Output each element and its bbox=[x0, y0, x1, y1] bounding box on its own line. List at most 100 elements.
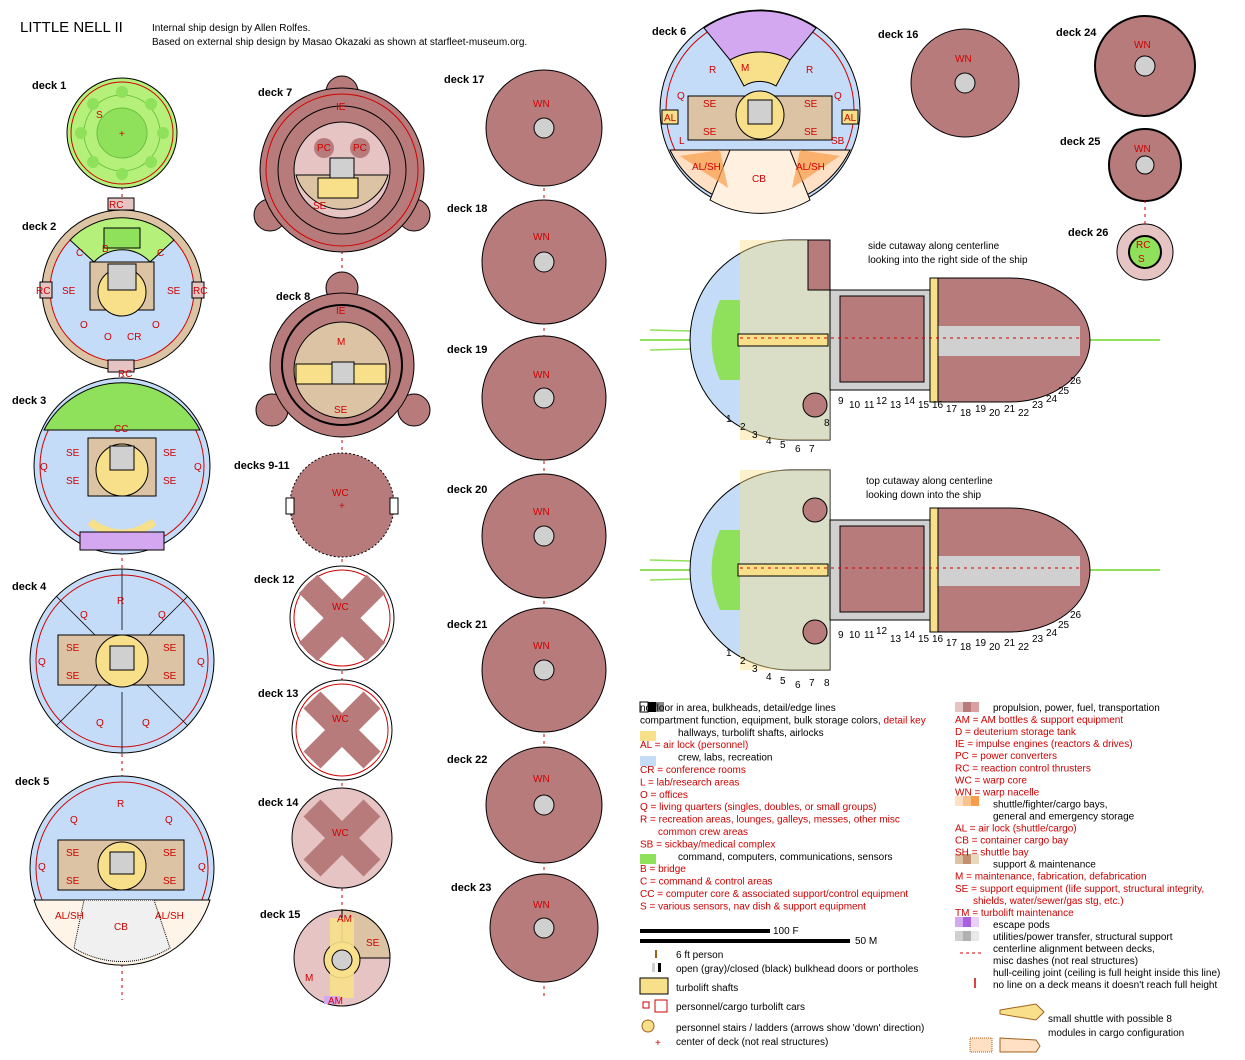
deck-number: 7 bbox=[809, 444, 815, 455]
deck-number: 20 bbox=[989, 642, 1001, 653]
legend-turbolift-cars: personnel/cargo turbolift cars bbox=[676, 1002, 805, 1013]
deck-number: 6 bbox=[795, 444, 801, 455]
legend-entry: compartment function, equipment, bulk st… bbox=[640, 715, 926, 726]
deck-number: 16 bbox=[932, 400, 944, 411]
deck-1-plan: S + bbox=[66, 77, 178, 189]
deck-number: 1 bbox=[726, 414, 732, 425]
deck-number: 22 bbox=[1018, 408, 1030, 419]
deck-code: WN bbox=[533, 232, 550, 243]
deck-code: SE bbox=[163, 476, 177, 487]
deck-6-plan: R M R Q Q SE SE AL AL SE SE L SB AL/SH C… bbox=[659, 9, 861, 214]
deck-number: 25 bbox=[1058, 386, 1070, 397]
deck-code: AL/SH bbox=[155, 911, 184, 922]
legend-bottom-left: + 6 ft person open (gray)/closed (black)… bbox=[639, 950, 924, 1049]
deck-code: CR bbox=[127, 332, 141, 343]
deck-number: 22 bbox=[1018, 642, 1030, 653]
deck-code: WC bbox=[332, 488, 349, 499]
legend-right-text: propulsion, power, fuel, transportationA… bbox=[955, 703, 1220, 991]
deck-code: R bbox=[709, 65, 716, 76]
side-cutaway-caption: looking into the right side of the ship bbox=[868, 255, 1028, 266]
deck-number: 8 bbox=[824, 678, 830, 689]
deck-code: M bbox=[741, 63, 749, 74]
deck-code: C bbox=[157, 248, 164, 259]
legend-entry: IE = impulse engines (reactors & drives) bbox=[955, 739, 1133, 750]
legend-entry: WC = warp core bbox=[955, 775, 1027, 786]
legend-entry: common crew areas bbox=[658, 827, 748, 838]
credit-line-1: Internal ship design by Allen Rolfes. bbox=[152, 23, 310, 34]
svg-text:+: + bbox=[339, 501, 345, 512]
scale-ft-label: 100 F bbox=[773, 926, 799, 937]
top-cutaway-caption: top cutaway along centerline bbox=[866, 476, 993, 487]
deck-number: 5 bbox=[780, 440, 786, 451]
deck-code: WN bbox=[533, 99, 550, 110]
deck-code: RC bbox=[109, 200, 123, 211]
deck-number: 8 bbox=[824, 418, 830, 429]
deck-code: WN bbox=[1134, 144, 1151, 155]
legend-entry: CB = container cargo bay bbox=[955, 836, 1068, 847]
deck-code: IE bbox=[336, 102, 346, 113]
side-cutaway-view: side cutaway along centerline looking in… bbox=[640, 239, 1160, 441]
deck-number: 13 bbox=[890, 634, 902, 645]
deck-label: deck 14 bbox=[258, 797, 299, 809]
deck-label: deck 19 bbox=[447, 344, 487, 356]
deck-label: deck 16 bbox=[878, 29, 918, 41]
deck-label: deck 25 bbox=[1060, 136, 1100, 148]
deck-8-plan: IE M SE bbox=[255, 271, 431, 438]
legend-entry: utilities/power transfer, structural sup… bbox=[993, 932, 1173, 943]
deck-number: 14 bbox=[904, 630, 916, 641]
deck-code: M bbox=[305, 973, 313, 984]
deck-number: 4 bbox=[766, 436, 772, 447]
deck-code: WN bbox=[533, 900, 550, 911]
deck-label: deck 26 bbox=[1068, 227, 1108, 239]
deck-code: WN bbox=[533, 370, 550, 381]
deck-code: AM bbox=[328, 996, 343, 1007]
deck-3-plan: CC SE SE SE SE Q Q bbox=[33, 377, 211, 555]
deck-code: Q bbox=[40, 462, 48, 473]
deck-code: Q bbox=[38, 657, 46, 668]
legend-entry: centerline alignment between decks, bbox=[993, 944, 1155, 955]
deck-number: 19 bbox=[975, 404, 987, 415]
deck-code: AL/SH bbox=[796, 162, 825, 173]
deck-number: 5 bbox=[780, 676, 786, 687]
deck-code: SE bbox=[804, 99, 818, 110]
deck-code: S bbox=[1138, 254, 1145, 265]
legend-entry: no floor in area, bulkheads, detail/edge… bbox=[640, 703, 836, 714]
deck-code: WC bbox=[332, 714, 349, 725]
deck-code: S bbox=[96, 110, 103, 121]
deck-number: 23 bbox=[1032, 400, 1044, 411]
top-cutaway-view: top cutaway along centerline looking dow… bbox=[640, 469, 1160, 671]
deck-number: 16 bbox=[932, 634, 944, 645]
deck-code: RC bbox=[36, 286, 50, 297]
legend-entry: general and emergency storage bbox=[993, 811, 1135, 822]
deck-code: CB bbox=[114, 922, 128, 933]
deck-number: 10 bbox=[849, 400, 861, 411]
legend-entry: B = bridge bbox=[640, 864, 686, 875]
deck-code: Q bbox=[165, 815, 173, 826]
deck-number: 25 bbox=[1058, 620, 1070, 631]
deck-label: deck 18 bbox=[447, 203, 487, 215]
deck-code: WN bbox=[955, 54, 972, 65]
deck-7-plan: IE PC PC SE bbox=[253, 75, 431, 253]
legend-entry: M = maintenance, fabrication, defabricat… bbox=[955, 872, 1147, 883]
legend-entry: escape pods bbox=[993, 920, 1050, 931]
deck-code: AM bbox=[337, 914, 352, 925]
legend-left bbox=[639, 701, 664, 864]
deck-label: deck 8 bbox=[276, 291, 310, 303]
deck-label: deck 3 bbox=[12, 395, 46, 407]
deck-number: 1 bbox=[726, 648, 732, 659]
legend-entry: O = offices bbox=[640, 790, 688, 801]
legend-entry: no line on a deck means it doesn't reach… bbox=[993, 980, 1217, 991]
legend-entry: shields, water/sewer/gas stg, etc.) bbox=[973, 896, 1124, 907]
deck-4-plan: R Q Q SE SE SE SE Q Q Q Q bbox=[29, 568, 215, 754]
deck-number: 11 bbox=[864, 630, 875, 641]
deck-label: deck 15 bbox=[260, 909, 300, 921]
deck-code: SE bbox=[804, 127, 818, 138]
legend-entry: C = command & control areas bbox=[640, 877, 773, 888]
legend-entry: AL = air lock (shuttle/cargo) bbox=[955, 824, 1077, 835]
deck-code: PC bbox=[353, 143, 367, 154]
legend-entry: CC = computer core & associated support/… bbox=[640, 889, 908, 900]
deck-label: deck 22 bbox=[447, 754, 487, 766]
deck-code: L bbox=[679, 136, 685, 147]
deck-code: RC bbox=[1136, 240, 1150, 251]
